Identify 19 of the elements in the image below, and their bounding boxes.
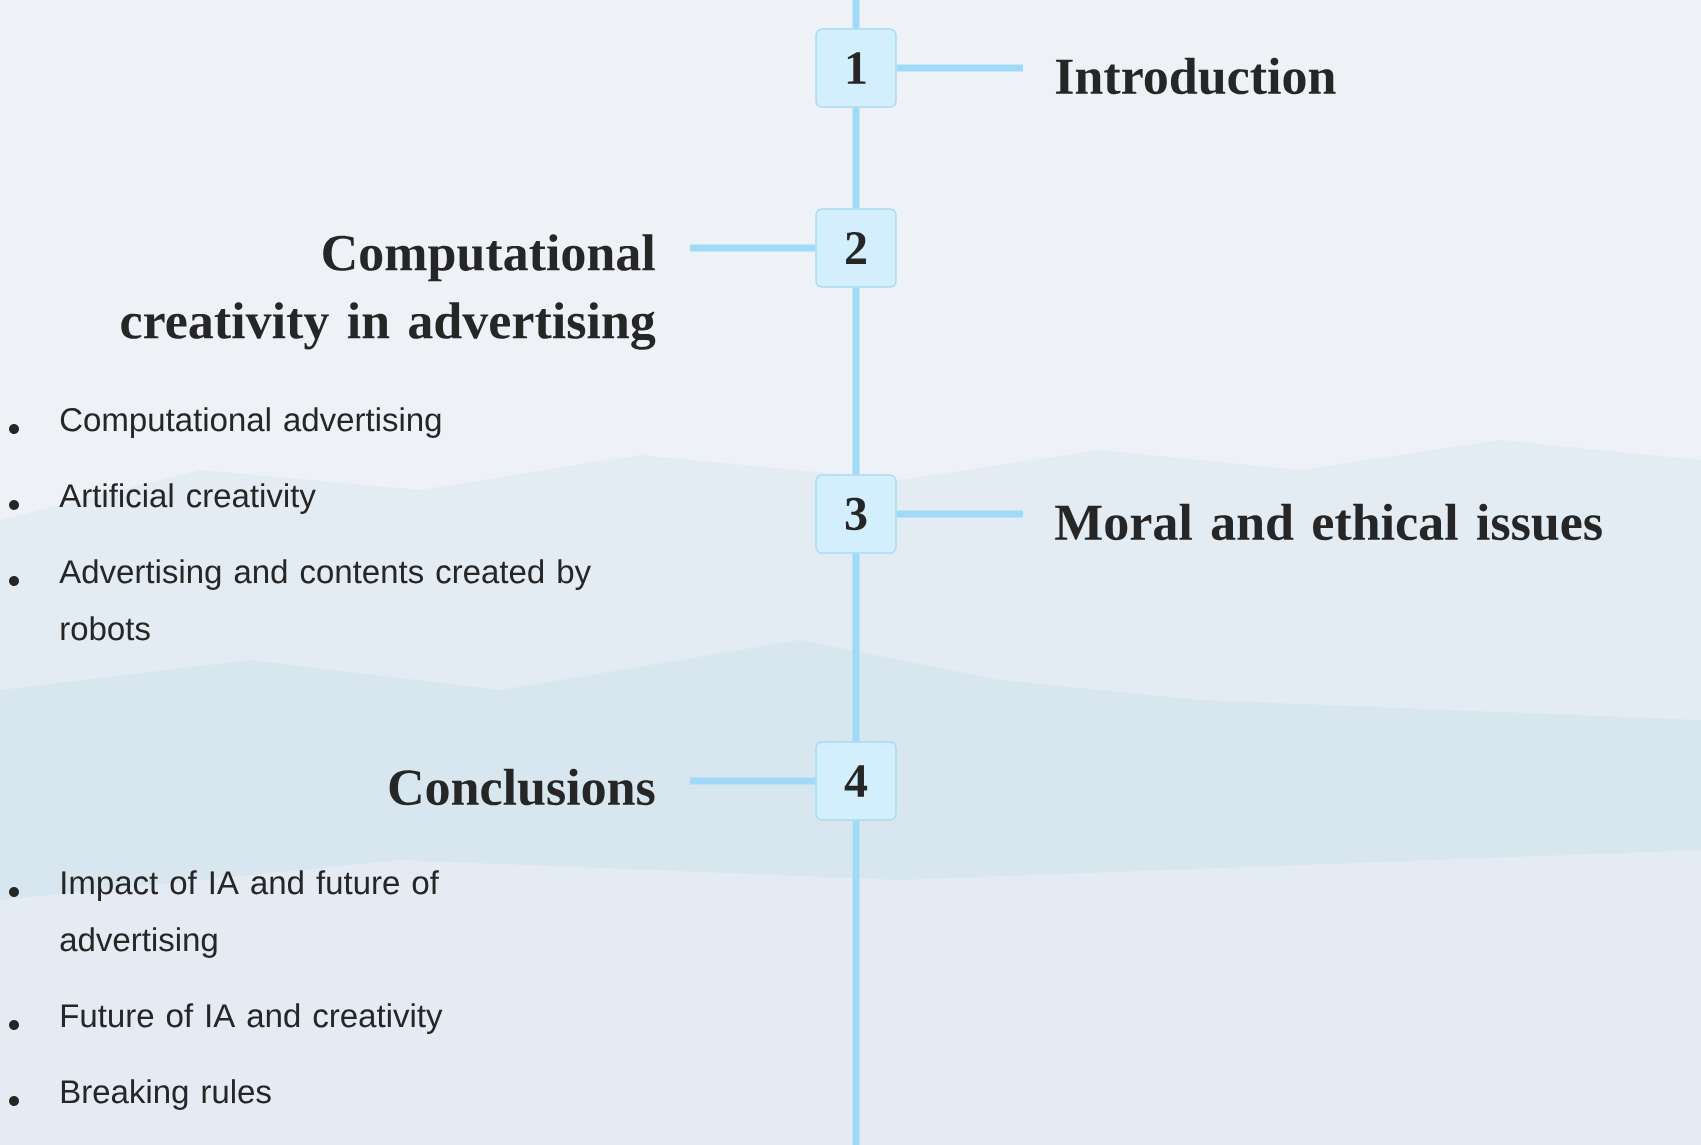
section-heading: Moral and ethical issues: [1055, 503, 1602, 541]
number-box: 2: [815, 208, 897, 288]
bullet-item: Computational advertising: [9, 407, 441, 438]
connector-line: [852, 107, 860, 209]
connector-line: [852, 820, 860, 1145]
connector-line: [852, 0, 860, 29]
bullet-item: Future of IA and creativity: [9, 1003, 443, 1034]
bullet-item: Advertising and contents created by robots: [9, 559, 592, 641]
section-heading: Introduction: [1055, 57, 1336, 95]
connector-line: [852, 287, 860, 475]
section-heading: Computational creativity in advertising: [121, 234, 656, 350]
number-box: 4: [815, 741, 897, 821]
bullet-item: Impact of IA and future of advertising: [9, 870, 439, 958]
bullet-item: Breaking rules: [9, 1079, 271, 1110]
bullet-item: Artificial creativity: [9, 483, 316, 514]
connector-line: [852, 553, 860, 742]
section-heading: Conclusions: [389, 768, 655, 806]
number-box: 3: [815, 474, 897, 554]
number-box: 1: [815, 28, 897, 108]
